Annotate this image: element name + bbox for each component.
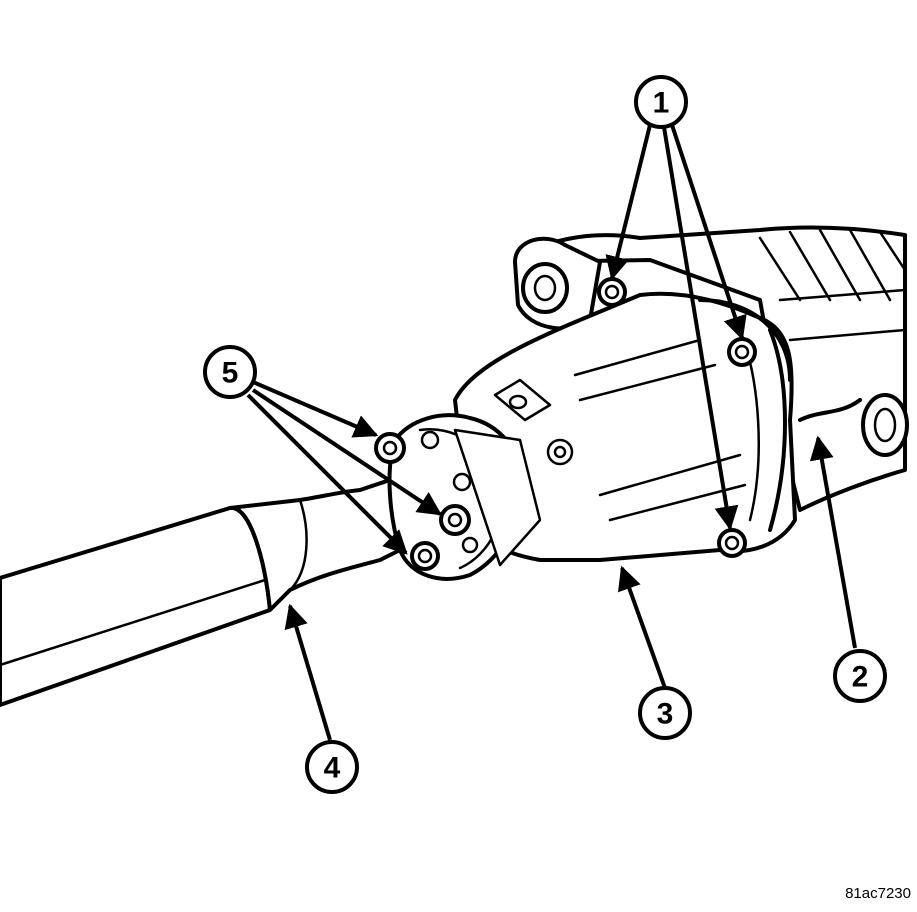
callout-3-label: 3 <box>657 698 674 731</box>
axle-housing <box>513 225 909 512</box>
callout-3: 3 <box>638 686 692 740</box>
callout-1-label: 1 <box>653 87 670 120</box>
mounting-bolt <box>597 277 627 307</box>
flange-bolt <box>439 504 471 536</box>
propeller-shaft <box>0 468 432 707</box>
callout-4-label: 4 <box>324 752 341 785</box>
callout-4: 4 <box>305 740 359 794</box>
companion-flange <box>374 413 542 581</box>
mounting-bolt <box>717 528 747 558</box>
callout-2: 2 <box>833 649 887 703</box>
callout-2-label: 2 <box>852 661 869 694</box>
mounting-bolt <box>727 337 757 367</box>
callout-1: 1 <box>634 75 688 129</box>
callout-5-label: 5 <box>222 357 239 390</box>
leader-lines <box>246 124 857 741</box>
flange-bolt <box>374 432 406 464</box>
flange-bolt <box>410 541 440 571</box>
callout-5: 5 <box>203 345 257 399</box>
figure-id: 81ac7230 <box>845 885 911 902</box>
mount-bushing <box>513 236 602 331</box>
extension-housing <box>453 291 797 562</box>
